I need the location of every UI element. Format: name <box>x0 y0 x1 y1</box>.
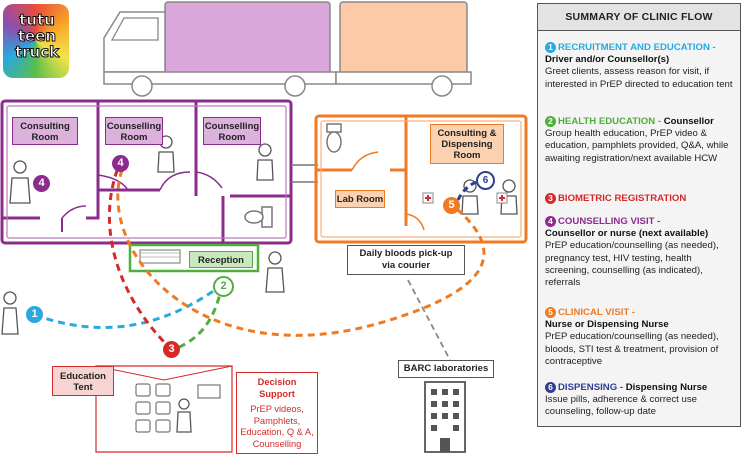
step-number-badge: 4 <box>545 216 556 227</box>
orange-door-arcs <box>351 151 425 231</box>
step-number-badge: 1 <box>545 42 556 53</box>
reception-desk <box>128 243 260 273</box>
room-label-education-tent: Education Tent <box>52 366 114 396</box>
courier-line <box>407 279 451 361</box>
flow-path-3 <box>107 167 174 352</box>
flow-path-2 <box>171 284 224 352</box>
step-title: COUNSELLING VISIT - <box>558 216 661 227</box>
step-marker-6: 6 <box>476 171 495 190</box>
logo-word: tutu <box>19 11 56 29</box>
room-label-consulting: Consulting Room <box>12 117 78 145</box>
orange-building-inner <box>320 120 522 238</box>
orange-building <box>314 114 528 244</box>
step-title: BIOMETRIC REGISTRATION <box>558 193 687 204</box>
step-marker-4: 4 <box>112 155 129 172</box>
step-staff: Counsellor <box>663 116 714 127</box>
step-staff: Counsellor or nurse (next available) <box>545 228 709 240</box>
step-title: HEALTH EDUCATION - <box>558 116 664 127</box>
step-title: CLINICAL VISIT - <box>558 307 636 318</box>
step-title: RECRUITMENT AND EDUCATION - <box>558 42 716 53</box>
flow-path-4 <box>116 169 486 337</box>
step-number-badge: 3 <box>545 193 556 204</box>
step-marker-5: 5 <box>443 197 460 214</box>
purple-building <box>0 99 293 245</box>
room-label-lab: Lab Room <box>335 190 385 208</box>
step-description: PrEP education/counselling (as needed), … <box>545 331 719 367</box>
step-marker-1: 1 <box>26 306 43 323</box>
education-tent <box>95 365 233 453</box>
tutu-teen-truck-logo <box>3 4 69 78</box>
step-number-badge: 2 <box>545 116 556 127</box>
door-arcs <box>61 171 223 219</box>
courier-label: Daily bloods pick-up via courier <box>347 245 465 275</box>
truck-orange <box>335 1 472 97</box>
room-label-counselling-2: Counselling Room <box>203 117 261 145</box>
decision-support-body: PrEP videos, Pamphlets, Education, Q & A… <box>240 404 314 449</box>
lab-building-icon <box>424 381 466 453</box>
person-icon <box>1 135 518 335</box>
step-description: Issue pills, adherence & correct use cou… <box>545 394 697 418</box>
barc-label: BARC laboratories <box>398 360 494 378</box>
logo-word: teen <box>17 27 57 45</box>
step-description: Greet clients, assess reason for visit, … <box>545 66 733 90</box>
room-label-counselling-1: Counselling Room <box>105 117 163 145</box>
room-label-consulting-dispensing: Consulting & Dispensing Room <box>430 124 504 164</box>
summary-title: SUMMARY OF CLINIC FLOW <box>538 4 740 31</box>
step-description: PrEP education/counselling (as needed), … <box>545 240 719 289</box>
step-number-badge: 5 <box>545 307 556 318</box>
flow-path-1 <box>34 283 223 329</box>
connector-corridor <box>291 164 318 183</box>
room-label-reception: Reception <box>189 251 253 268</box>
logo-word: truck <box>14 43 60 61</box>
decision-support-title: Decision Support <box>257 377 297 399</box>
toilet-icon <box>326 123 342 153</box>
step-title: DISPENSING - <box>558 382 626 393</box>
step-staff: Dispensing Nurse <box>625 382 708 393</box>
truck-purple <box>103 1 337 97</box>
step-marker-2: 2 <box>213 276 234 297</box>
toilet-icon <box>244 206 273 228</box>
step-marker-4-consulting: 4 <box>33 175 50 192</box>
step-staff: Nurse or Dispensing Nurse <box>545 319 669 331</box>
step-number-badge: 6 <box>545 382 556 393</box>
purple-building-inner <box>6 105 287 239</box>
decision-support-box: Decision Support PrEP videos, Pamphlets,… <box>236 372 318 454</box>
medical-cross-icon <box>422 192 508 204</box>
step-marker-3: 3 <box>163 341 180 358</box>
step-staff: Driver and/or Counsellor(s) <box>545 54 670 66</box>
step-description: Group health education, PrEP video & edu… <box>545 128 729 164</box>
